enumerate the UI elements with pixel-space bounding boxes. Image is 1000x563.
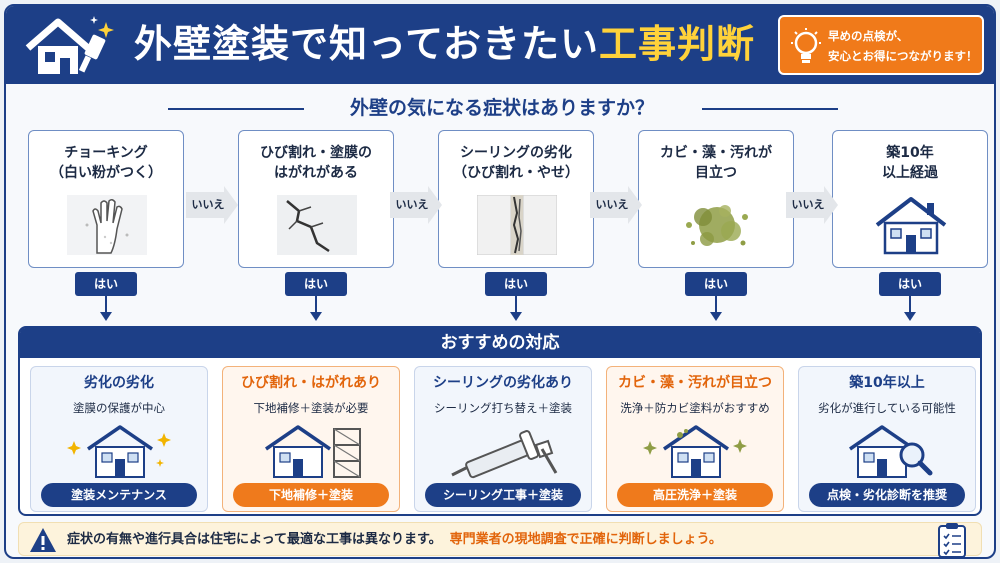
rec-name: 築10年以上 [849,375,925,391]
symptom-line2: 目立つ [695,165,737,181]
house-icon [875,197,947,255]
warning-icon [30,528,56,552]
no-arrow: いいえ [590,186,642,224]
house-magnifier-icon [849,425,933,478]
rec-badge: 点検・劣化診断を推奨 [809,483,965,507]
symptom-line1: 築10年 [886,145,934,161]
yes-badge: はい [485,272,547,296]
symptom-line2: はがれがある [274,165,358,181]
arrow-right-icon [590,186,642,224]
tip-line-2: 安心とお得につながります！ [828,49,978,63]
lightbulb-icon [791,28,821,63]
mold-icon [686,205,748,246]
symptom-line2: （ひび割れ・やせ） [453,165,579,181]
symptom-title: チョーキング （白い粉がつく） [29,143,183,183]
house-scaffold-icon [265,425,361,478]
rec-card-paint: 劣化の劣化 塗膜の保護が中心 塗装メンテナンス [30,366,208,512]
rec-desc: 下地補修＋塗装が必要 [253,401,369,415]
rec-name: シーリングの劣化あり [433,375,573,391]
tip-line-1: 早めの点検が、 [828,29,909,43]
yes-badge: はい [879,272,941,296]
rec-badge: シーリング工事＋塗装 [425,483,581,507]
page-title: 外壁塗装で知っておきたい工事判断 [134,18,755,70]
footer-emphasis: 専門業者の現地調査で正確に判断しましょう。 [449,532,722,547]
sealant-icon [477,195,557,255]
yes-badge: はい [75,272,137,296]
infographic-frame: 外壁塗装で知っておきたい工事判断 早めの点検が、 安心とお得につながります！ 外… [4,4,996,559]
no-label: いいえ [395,198,429,211]
no-arrow: いいえ [390,186,442,224]
house-sparkle-icon [67,425,171,478]
symptom-line1: ひび割れ・塗膜の [260,145,372,161]
rec-badge: 下地補修＋塗装 [233,483,389,507]
house-brush-icon [25,16,114,74]
rec-name: 劣化の劣化 [84,375,154,391]
checklist-icon [938,523,966,557]
symptom-line1: カビ・藻・汚れが [660,145,772,161]
caulking-gun-icon [451,430,558,479]
tip-text: 早めの点検が、 安心とお得につながります！ [828,26,982,66]
no-label: いいえ [791,198,825,211]
arrow-down-icon [100,296,112,321]
arrow-down-icon [510,296,522,321]
title-highlight: 工事判断 [598,22,755,66]
rec-card-cleaning: カビ・藻・汚れが目立つ 洗浄＋防カビ塗料がおすすめ 高圧洗浄＋塗装 [606,366,784,512]
recommendation-title: おすすめの対応 [20,328,980,358]
symptom-line2: （白い粉がつく） [50,165,162,181]
symptom-title: シーリングの劣化 （ひび割れ・やせ） [439,143,593,183]
rec-desc: 洗浄＋防カビ塗料がおすすめ [620,401,770,415]
arrow-right-icon [786,186,838,224]
rec-card-repair: ひび割れ・はがれあり 下地補修＋塗装が必要 下地補修＋塗装 [222,366,400,512]
symptom-line2: 以上経過 [882,165,938,181]
arrow-down-icon [710,296,722,321]
chalky-hand-icon [67,195,147,255]
crack-icon [277,195,357,255]
recommendation-panel: おすすめの対応 劣化の劣化 塗膜の保護が中心 塗装メンテナンス ひび割れ・はがれ… [18,326,982,516]
no-label: いいえ [595,198,629,211]
rec-desc: シーリング打ち替え＋塗装 [434,401,572,415]
footer-note: 症状の有無や進行具合は住宅によって最適な工事は異なります。専門業者の現地調査で正… [18,522,982,557]
header: 外壁塗装で知っておきたい工事判断 早めの点検が、 安心とお得につながります！ [6,6,994,84]
footer-main: 症状の有無や進行具合は住宅によって最適な工事は異なります。 [67,532,442,547]
no-arrow: いいえ [786,186,838,224]
arrow-right-icon [186,186,238,224]
symptom-title: 築10年 以上経過 [833,143,987,183]
arrow-down-icon [904,296,916,321]
symptom-card-age: 築10年 以上経過 [832,130,988,268]
arrow-right-icon [390,186,442,224]
rec-badge: 高圧洗浄＋塗装 [617,483,773,507]
yes-badge: はい [685,272,747,296]
rec-name: カビ・藻・汚れが目立つ [618,375,772,391]
symptom-title: カビ・藻・汚れが 目立つ [639,143,793,183]
rec-name: ひび割れ・はがれあり [241,375,381,391]
tip-box: 早めの点検が、 安心とお得につながります！ [778,15,984,75]
divider [702,108,838,110]
house-clean-icon [643,425,747,478]
symptom-title: ひび割れ・塗膜の はがれがある [239,143,393,183]
footer-text: 症状の有無や進行具合は住宅によって最適な工事は異なります。専門業者の現地調査で正… [67,523,722,557]
rec-card-inspection: 築10年以上 劣化が進行している可能性 点検・劣化診断を推奨 [798,366,976,512]
title-main: 外壁塗装で知っておきたい [134,22,599,66]
no-arrow: いいえ [186,186,238,224]
question-text: 外壁の気になる症状はありますか？ [349,97,654,119]
rec-badge: 塗装メンテナンス [41,483,197,507]
rec-card-sealant: シーリングの劣化あり シーリング打ち替え＋塗装 シーリング工事＋塗装 [414,366,592,512]
symptom-line1: シーリングの劣化 [460,145,572,161]
arrow-down-icon [310,296,322,321]
symptom-card-mold: カビ・藻・汚れが 目立つ [638,130,794,268]
symptom-card-crack: ひび割れ・塗膜の はがれがある [238,130,394,268]
symptom-card-sealant: シーリングの劣化 （ひび割れ・やせ） [438,130,594,268]
yes-badge: はい [285,272,347,296]
divider [168,108,304,110]
no-label: いいえ [191,198,225,211]
rec-desc: 劣化が進行している可能性 [818,401,956,415]
rec-desc: 塗膜の保護が中心 [73,401,165,415]
symptom-card-chalking: チョーキング （白い粉がつく） [28,130,184,268]
symptom-line1: チョーキング [64,145,148,161]
question-row: 外壁の気になる症状はありますか？ [6,94,994,122]
